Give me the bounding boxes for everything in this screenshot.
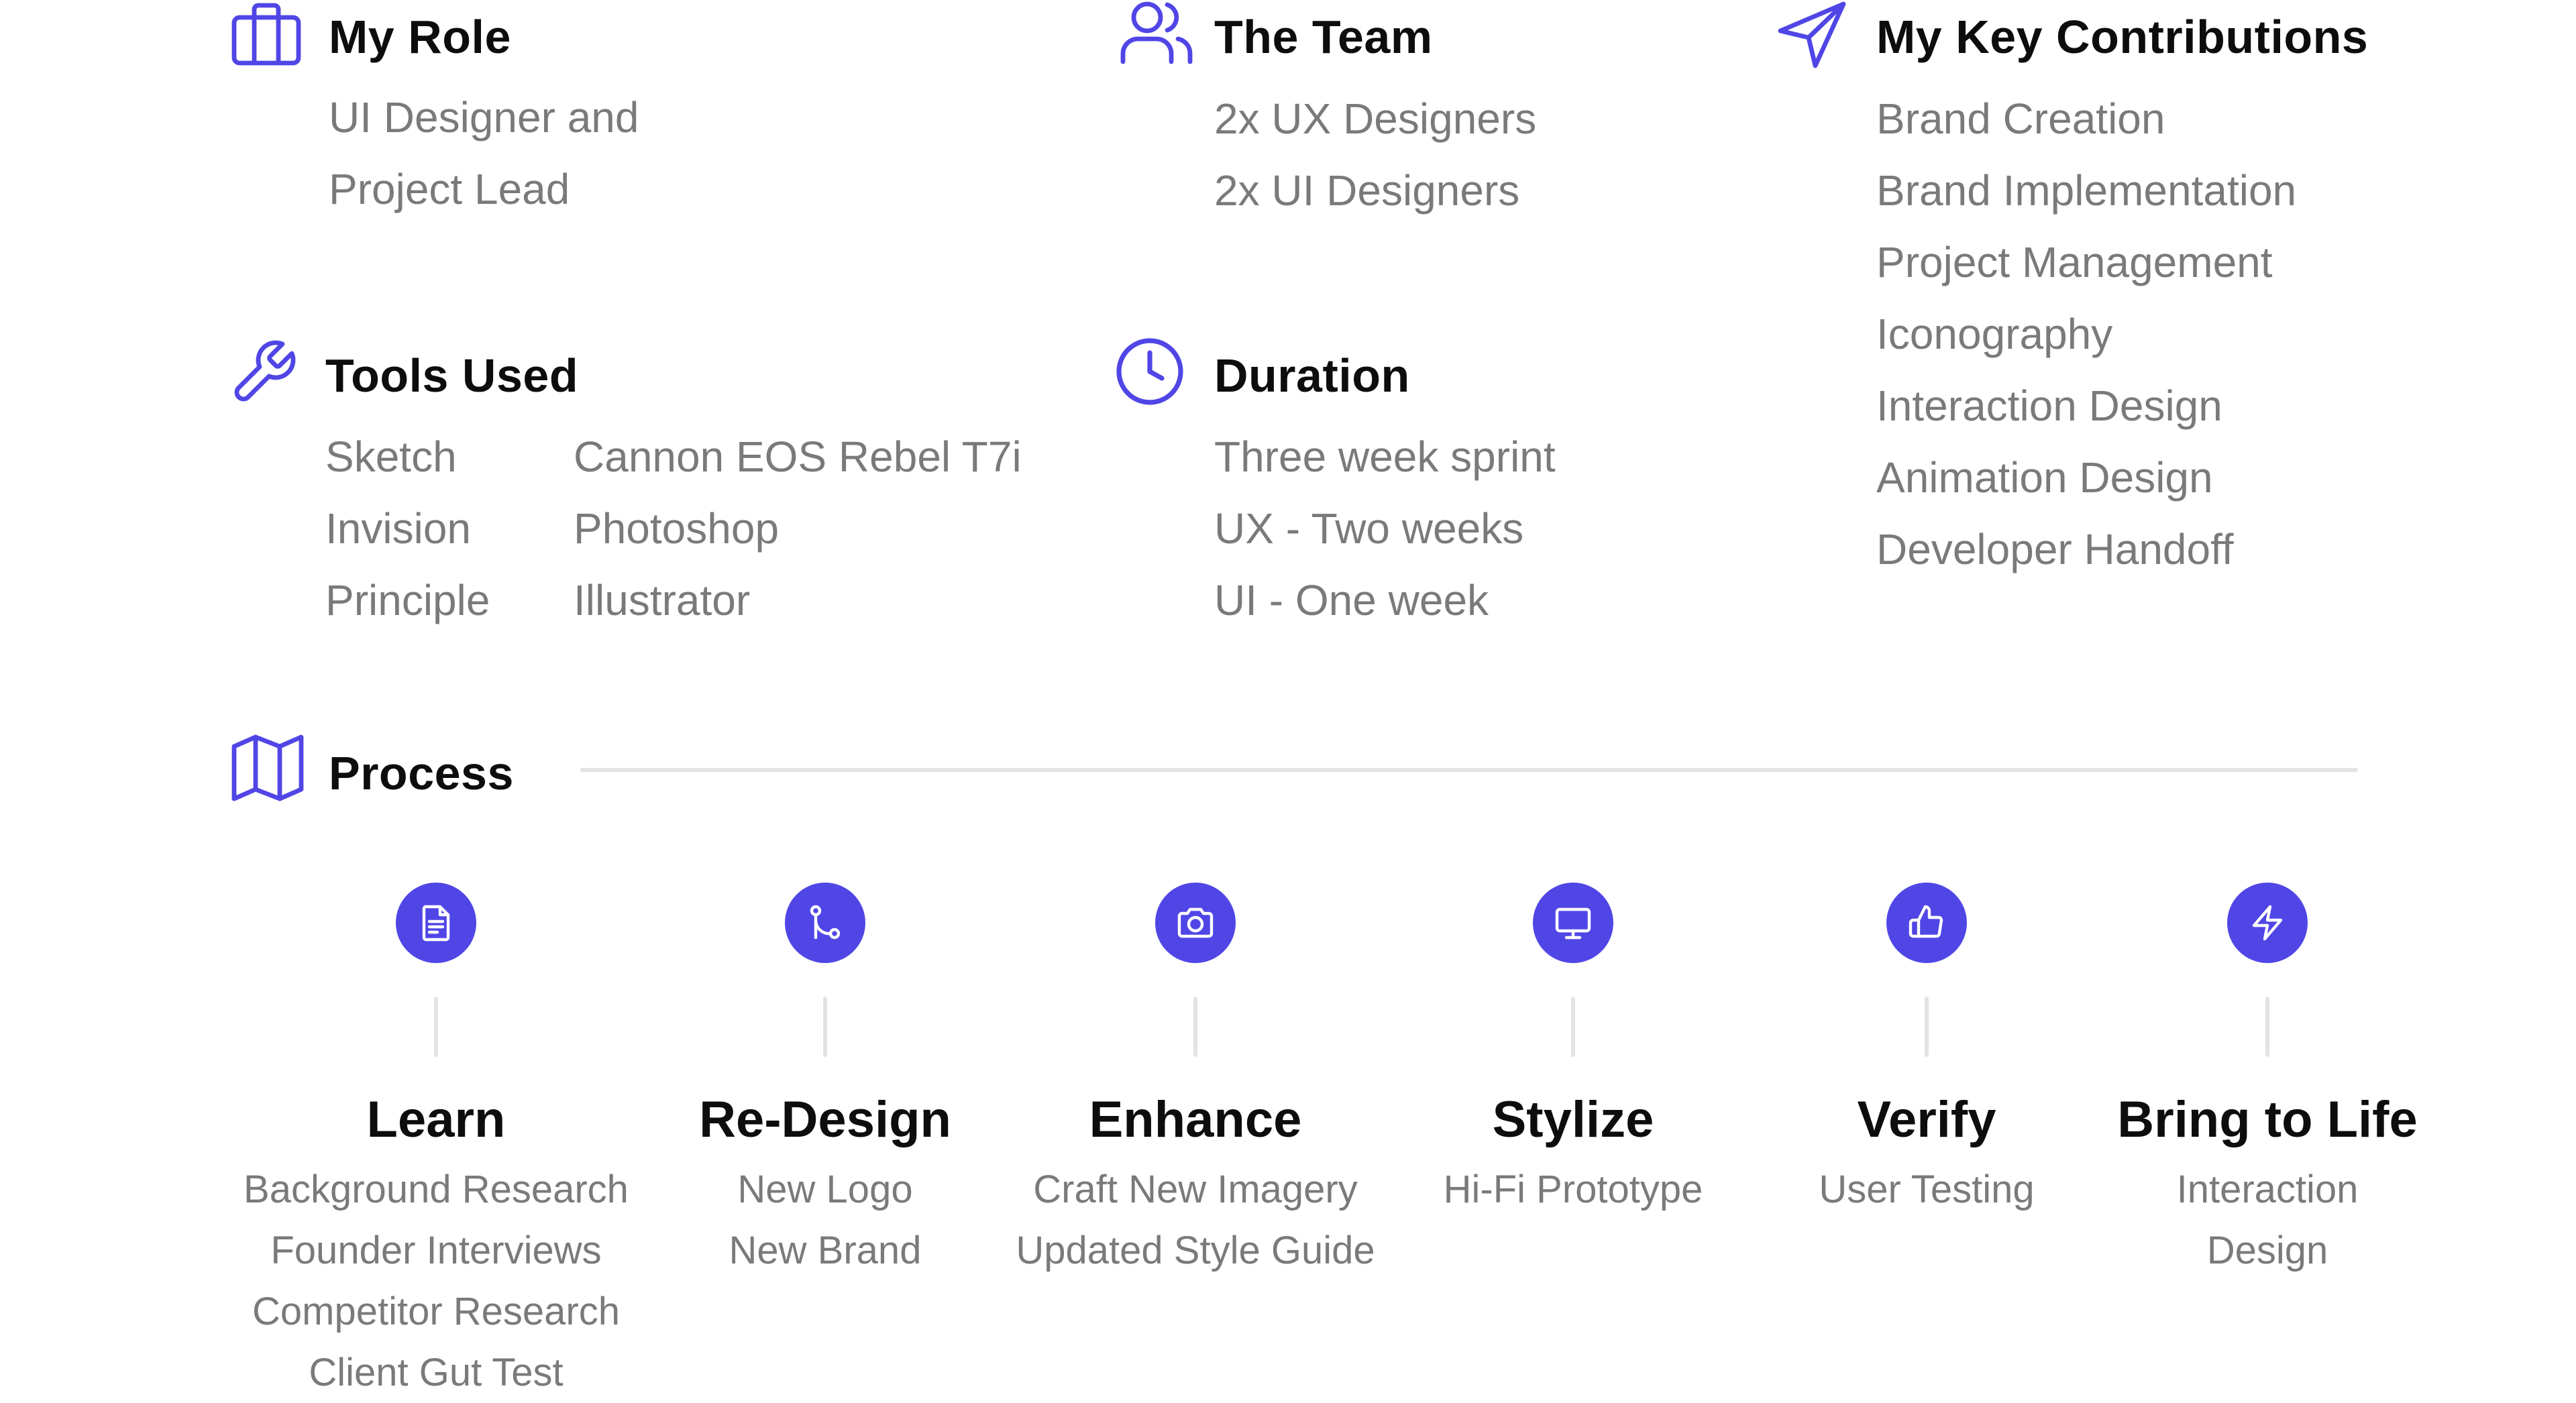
step-items: Craft New Imagery Updated Style Guide [987,1159,1403,1281]
clock-icon [1115,337,1185,406]
team-heading: The Team [1214,11,1433,63]
process-step-enhance: Enhance Craft New Imagery Updated Style … [987,883,1403,1281]
thumbs-up-icon [1886,883,1967,963]
map-icon [231,734,304,801]
camera-icon [1155,883,1236,963]
tools-heading: Tools Used [325,349,579,402]
step-title: Learn [366,1091,506,1148]
list-item: Photoshop [574,504,780,553]
list-item: Founder Interviews [270,1229,602,1272]
list-item: Project Lead [329,165,570,213]
step-items: Background Research Founder Interviews C… [228,1159,644,1403]
git-pull-icon [785,883,865,963]
process-step-redesign: Re-Design New Logo New Brand [617,883,1033,1281]
list-item: Interaction Design [1876,382,2222,430]
list-item: Illustrator [574,576,751,624]
document-icon [396,883,476,963]
role-list: UI Designer and Project Lead [329,82,639,225]
send-icon [1778,1,1847,68]
list-item: Brand Implementation [1876,166,2297,215]
list-item: Developer Handoff [1876,525,2234,573]
duration-list: Three week sprint UX - Two weeks UI - On… [1214,421,1556,636]
process-step-stylize: Stylize Hi-Fi Prototype [1365,883,1781,1220]
list-item: Interaction [2176,1168,2359,1211]
step-items: Hi-Fi Prototype [1365,1159,1781,1220]
list-item: Brand Creation [1876,95,2165,143]
list-item: UX - Two weeks [1214,504,1524,553]
step-connector [1193,997,1197,1057]
step-items: Interaction Design [2059,1159,2475,1281]
tools-list-secondary: Cannon EOS Rebel T7i Photoshop Illustrat… [574,421,1022,636]
step-title: Enhance [1089,1091,1302,1148]
process-heading: Process [329,747,514,799]
list-item: New Brand [729,1229,922,1272]
list-item: New Logo [737,1168,913,1211]
list-item: Sketch [325,433,457,481]
list-item: Design [2206,1229,2328,1272]
list-item: UI Designer and [329,93,639,142]
list-item: Updated Style Guide [1016,1229,1375,1272]
list-item: Craft New Imagery [1033,1168,1358,1211]
list-item: Background Research [244,1168,629,1211]
lightning-icon [2227,883,2308,963]
list-item: Client Gut Test [309,1351,564,1394]
briefcase-icon [231,3,301,66]
step-title: Verify [1857,1091,1996,1148]
step-connector [823,997,827,1057]
step-title: Bring to Life [2117,1091,2418,1148]
list-item: Invision [325,504,471,553]
role-heading: My Role [329,11,511,63]
list-item: 2x UX Designers [1214,95,1537,143]
step-connector [434,997,438,1057]
list-item: 2x UI Designers [1214,166,1520,215]
step-items: New Logo New Brand [617,1159,1033,1281]
list-item: UI - One week [1214,576,1489,624]
contributions-heading: My Key Contributions [1876,11,2369,63]
wrench-icon [231,339,296,403]
step-connector [1571,997,1575,1057]
process-step-bring-to-life: Bring to Life Interaction Design [2059,883,2475,1281]
list-item: Three week sprint [1214,433,1556,481]
list-item: Competitor Research [252,1290,620,1333]
step-connector [2265,997,2269,1057]
monitor-icon [1533,883,1613,963]
team-list: 2x UX Designers 2x UI Designers [1214,83,1536,227]
list-item: Principle [325,576,490,624]
process-divider [580,768,2358,772]
step-connector [1925,997,1929,1057]
list-item: Hi-Fi Prototype [1443,1168,1703,1211]
step-title: Re-Design [699,1091,951,1148]
step-items: User Testing [1719,1159,2135,1220]
list-item: Iconography [1876,310,2113,358]
list-item: Project Management [1876,238,2273,286]
list-item: Animation Design [1876,453,2213,502]
tools-list-primary: Sketch Invision Principle [325,421,490,636]
step-title: Stylize [1492,1091,1654,1148]
duration-heading: Duration [1214,349,1410,402]
process-step-verify: Verify User Testing [1719,883,2135,1220]
list-item: User Testing [1819,1168,2035,1211]
users-icon [1119,0,1194,64]
process-step-learn: Learn Background Research Founder Interv… [228,883,644,1403]
list-item: Cannon EOS Rebel T7i [574,433,1022,481]
contributions-list: Brand Creation Brand Implementation Proj… [1876,83,2296,585]
